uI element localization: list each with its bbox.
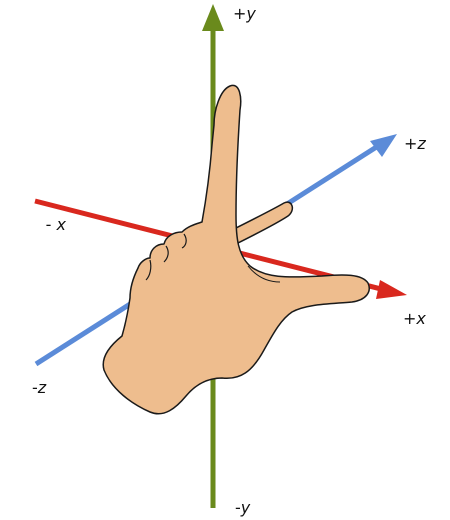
- knuckle-crease-3: [181, 233, 187, 249]
- palm-and-index-thumb: [102, 84, 370, 415]
- label-neg-z: -z: [32, 378, 47, 397]
- label-neg-y: -y: [235, 498, 251, 517]
- knuckle-crease-1: [145, 259, 152, 281]
- knuckle-crease-2: [163, 245, 169, 263]
- label-pos-x: +x: [403, 309, 426, 328]
- z-axis-arrowhead: [370, 134, 397, 157]
- x-axis-arrowhead: [376, 280, 407, 299]
- thumb-crease: [247, 265, 281, 283]
- label-neg-x: - x: [10, 215, 91, 234]
- middle-finger: [227, 201, 294, 245]
- label-pos-y: +y: [233, 4, 256, 23]
- y-axis-arrowhead: [202, 4, 224, 31]
- label-pos-z: +z: [404, 134, 426, 153]
- hand-icon: [102, 84, 370, 415]
